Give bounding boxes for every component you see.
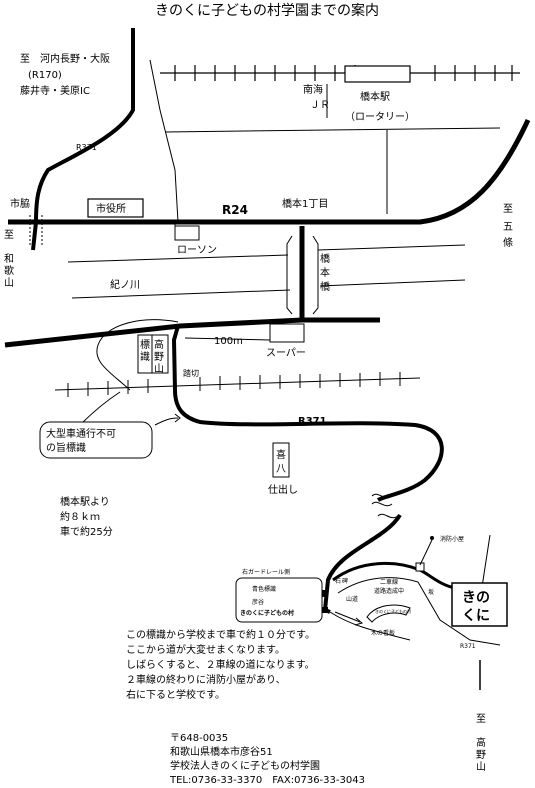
jr-label: ＪＲ [310, 100, 330, 111]
koya-road [4, 317, 380, 348]
stone-label-2: 碑 [342, 577, 348, 585]
address-location: 和歌山県橋本市彦谷51 [170, 745, 273, 758]
note-5: 右に下ると学校です。 [126, 688, 225, 701]
two-lane-1: 二車線 [380, 578, 398, 586]
wooden-sign-icon [366, 604, 411, 623]
kinokuni-box [451, 582, 508, 627]
catering-label: 仕出し [268, 483, 298, 496]
kinokawa-label: 紀ノ川 [110, 278, 140, 291]
r371-north [34, 28, 135, 223]
r170-label: (R170) [28, 70, 62, 81]
to-gojo-3: 條 [503, 236, 513, 249]
station-label: 橋本駅 [360, 90, 390, 103]
wooden-sign-label: 木の看板 [371, 629, 395, 637]
supermarket-box [269, 323, 305, 343]
station-building [344, 65, 411, 83]
blue-sign-box [235, 577, 323, 623]
no-large-vehicle-box [39, 421, 153, 459]
railway-south [54, 372, 421, 397]
hashimoto-1chome-label: 橋本1丁目 [282, 197, 328, 210]
r371-mid-label: R371 [298, 416, 327, 427]
to-wakayama-3: 歌 [4, 264, 14, 277]
shiwaki-label: 市脇 [10, 197, 30, 210]
r24-label: R24 [222, 203, 248, 217]
school-name: 学校法人きのくに子どもの村学園 [170, 759, 320, 772]
to-wakayama-2: 和 [4, 253, 14, 265]
note-1: この標識から学校まで車で約１０分です。 [126, 628, 315, 641]
kinokuni-village-label: きのくに子どもの村 [240, 609, 294, 617]
kihachi-2: 八 [276, 464, 286, 475]
koya-sign-a3: 山 [154, 363, 164, 375]
kihachi-1: 喜 [276, 448, 286, 461]
to-wakayama-4: 山 [4, 277, 14, 289]
to-koya-4: 山 [476, 761, 486, 773]
koya-sign-a1: 高 [154, 338, 164, 351]
lawson-box [174, 225, 200, 241]
r371-south [171, 325, 444, 502]
road-break [371, 493, 399, 519]
to-koya-2: 高 [476, 736, 486, 749]
distance-100m: 100m [214, 336, 243, 347]
to-wakayama-1: 至 [4, 229, 14, 241]
slope-label: 坂 [428, 588, 434, 596]
no-large-vehicle-2: の旨標識 [46, 441, 86, 454]
r371-top-label: R371 [76, 143, 97, 152]
lawson-label: ローソン [177, 245, 217, 256]
crossing-label: 踏切 [183, 368, 199, 378]
rotary-label: （ロータリー） [345, 111, 415, 123]
wooden-sign-text: きのくに子どもの村 [375, 608, 411, 614]
blue-sign-label: 青色標識 [252, 585, 276, 593]
r371-bottom-label: R371 [460, 643, 476, 650]
minor-roads [67, 59, 501, 426]
no-large-vehicle-1: 大型車通行不可 [46, 427, 116, 440]
railway-line [160, 65, 520, 81]
fire-hut-label: 消防小屋 [440, 535, 464, 543]
mountain-road-label: 山道 [346, 595, 358, 603]
postal-code: 〒648-0035 [170, 733, 228, 744]
koya-sign-a2: 野 [154, 351, 164, 363]
city-hall-box [87, 198, 144, 218]
kinokuni-label-2: くに [462, 608, 490, 624]
kihachi-box [272, 442, 290, 478]
to-koya-3: 野 [476, 749, 486, 761]
to-gojo-1: 至 [503, 203, 513, 215]
guardrail-label: 右ガードレール側 [242, 568, 290, 576]
distance-line-1: 橋本駅より [60, 495, 110, 508]
note-3: しばらくすると、２車線の道になります。 [126, 658, 315, 671]
note-2: ここから道が大変せまくなります。 [126, 643, 285, 656]
koya-sign-b1: 標 [140, 338, 150, 351]
koya-sign-b2: 識 [140, 350, 150, 363]
to-gojo-2: 五 [503, 222, 513, 233]
hikotani-label: 彦谷 [252, 598, 264, 606]
fire-hut-icon [415, 562, 425, 572]
fujiidera-label: 藤井寺・美原IC [20, 84, 90, 97]
distance-line-3: 車で約25分 [60, 525, 113, 538]
distance-line-2: 約８ｋｍ [60, 510, 100, 523]
bridge-label-3: 橋 [320, 280, 330, 293]
contact-info: TEL:0736-33-3370 FAX:0736-33-3043 [169, 775, 365, 786]
city-hall-label: 市役所 [96, 202, 126, 215]
kinokuni-label-1: きの [462, 590, 490, 606]
to-kawachinagano: 至 河内長野・大阪 [20, 52, 110, 65]
to-koya-1: 至 [476, 713, 486, 725]
two-lane-2: 道路造成中 [374, 587, 404, 595]
stone-label-1: 石 [335, 578, 341, 585]
map-title: きのくに子どもの村学園までの案内 [155, 2, 379, 19]
koya-sign-box [137, 334, 169, 374]
bridge-label-1: 橋 [320, 252, 330, 265]
note-4: ２車線の終わりに消防小屋があり、 [126, 673, 286, 686]
r24-road [8, 118, 531, 225]
supermarket-label: スーパー [266, 347, 306, 359]
bridge-label-2: 本 [320, 266, 330, 279]
nankai-label: 南海 [303, 83, 323, 96]
